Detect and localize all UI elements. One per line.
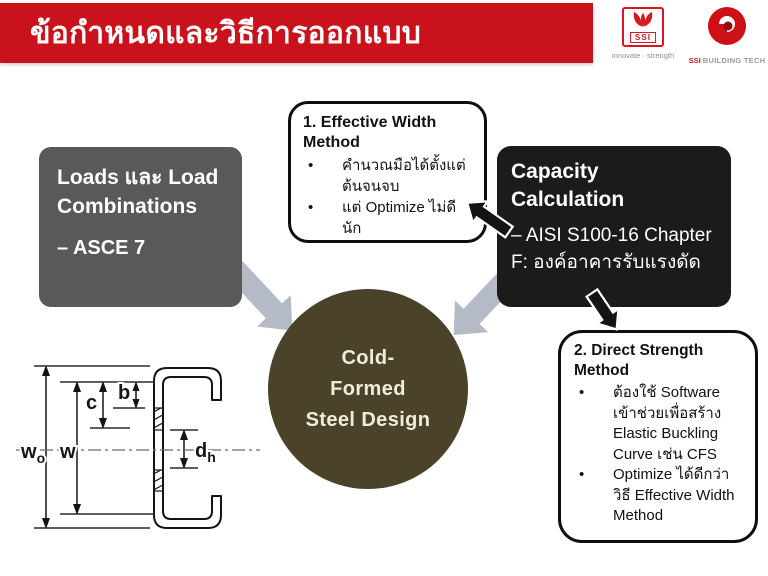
bullet-text: แต่ Optimize ไม่ดีนัก: [342, 199, 457, 237]
capacity-box: Capacity Calculation – AISI S100-16 Chap…: [497, 146, 731, 307]
loads-box: Loads และ Load Combinations – ASCE 7: [39, 147, 242, 307]
ssi-building-tech-logo: SSI BUILDING TECH: [688, 6, 766, 65]
bt-brand: SSI: [688, 56, 701, 65]
ssi-tagline: innovate · strength: [612, 51, 675, 60]
direct-strength-box: 2. Direct Strength Method ต้องใช้ Softwa…: [558, 330, 758, 543]
capacity-item: – AISI S100-16 Chapter F: องค์อาคารรับแร…: [511, 225, 712, 273]
bullet-item: ต้องใช้ Software เข้าช่วยเพื่อสร้าง Elas…: [574, 383, 742, 465]
tulip-icon: [633, 11, 653, 28]
page-title: ข้อกำหนดและวิธีการออกแบบ: [30, 16, 422, 50]
effective-width-bullets: คำนวณมือได้ตั้งแต่ต้นจนจบ แต่ Optimize ไ…: [303, 155, 472, 239]
effective-width-box: 1. Effective Width Method คำนวณมือได้ตั้…: [288, 101, 487, 243]
effective-width-title: 1. Effective Width Method: [303, 114, 437, 151]
bullet-text: คำนวณมือได้ตั้งแต่ต้นจนจบ: [342, 157, 466, 195]
direct-strength-bullets: ต้องใช้ Software เข้าช่วยเพื่อสร้าง Elas…: [574, 383, 742, 527]
bullet-item: คำนวณมือได้ตั้งแต่ต้นจนจบ: [303, 155, 472, 197]
ssi-logo: SSI innovate · strength: [612, 7, 674, 60]
building-tech-label: SSI BUILDING TECH: [688, 56, 766, 65]
ssi-logo-mark: SSI: [622, 7, 664, 47]
circle-line: Steel Design: [305, 408, 431, 431]
bt-label: BUILDING TECH: [702, 56, 766, 65]
bullet-text: Optimize ได้ดีกว่า วิธี Effective Width …: [613, 466, 735, 524]
swirl-icon: [708, 7, 746, 45]
loads-item: – ASCE 7: [57, 237, 146, 259]
bullet-item: แต่ Optimize ไม่ดีนัก: [303, 197, 472, 239]
circle-line: Formed: [330, 377, 406, 400]
ssi-logo-text: SSI: [630, 32, 656, 43]
loads-title: Loads และ Load Combinations: [57, 166, 219, 218]
bullet-text: ต้องใช้ Software เข้าช่วยเพื่อสร้าง Elas…: [613, 384, 722, 463]
header-bar: ข้อกำหนดและวิธีการออกแบบ: [0, 3, 593, 63]
direct-strength-title: 2. Direct Strength Method: [574, 342, 704, 379]
capacity-title: Capacity Calculation: [511, 160, 625, 211]
circle-line: Cold-: [341, 346, 395, 369]
bullet-item: Optimize ได้ดีกว่า วิธี Effective Width …: [574, 465, 742, 527]
cold-formed-steel-circle: Cold- Formed Steel Design: [268, 289, 468, 489]
